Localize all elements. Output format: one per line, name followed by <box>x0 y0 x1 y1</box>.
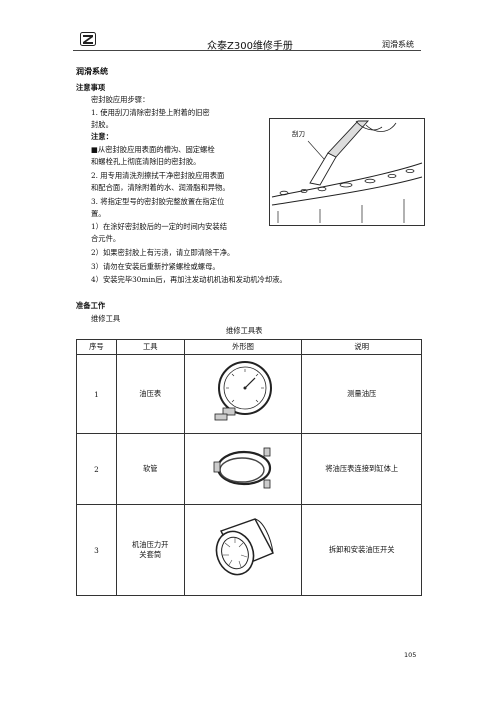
prep-heading: 准备工作 <box>76 301 106 310</box>
sub1-line1: 1）在涂好密封胶后的一定的时间内安装结 <box>91 222 227 231</box>
row-image <box>183 504 303 596</box>
pressure-gauge-icon <box>214 361 273 421</box>
step2-line1: 2. 用专用清洗剂擦拭干净密封胶应用表面 <box>91 171 225 180</box>
row-no: 2 <box>76 433 117 505</box>
hose-icon <box>213 447 272 489</box>
sub2-line: 2）如果密封胶上有污渍，请立即清除干净。 <box>91 248 235 257</box>
step2-line2: 和配合面，清除附着的水、润滑脂和异物。 <box>91 183 230 192</box>
row-desc: 拆卸和安装油压开关 <box>301 504 422 596</box>
row-image <box>183 354 303 434</box>
row-tool-line2: 关套筒 <box>139 550 162 559</box>
tools-table: 序号 工具 外形图 说明 1 油压表 测量油压 <box>76 339 422 596</box>
tools-label: 维修工具 <box>91 314 121 323</box>
header-tool: 工具 <box>115 339 185 355</box>
row-desc: 测量油压 <box>301 354 422 434</box>
header-image: 外形图 <box>183 339 303 355</box>
sub4-line: 4）安装完毕30min后，再加注发动机机油和发动机冷却液。 <box>91 275 287 284</box>
notes-heading: 注意事项 <box>76 83 106 92</box>
table-row: 1 油压表 测量油压 <box>76 354 422 434</box>
row-tool-line1: 机油压力开 <box>131 540 169 549</box>
bullet-line2: 和螺栓孔上彻底清除旧的密封胶。 <box>91 157 201 166</box>
table-row: 3 机油压力开 关套筒 拆卸和安装油压开关 <box>76 504 422 596</box>
sub3-line: 3）请勿在安装后重新拧紧螺栓或螺母。 <box>91 262 220 271</box>
step1-line1: 1. 使用刮刀清除密封垫上附着的旧密 <box>91 108 210 117</box>
socket-icon <box>215 518 275 576</box>
scraper-illustration <box>271 120 423 223</box>
bullet-line1: ■从密封胶应用表面的槽沟、固定螺栓 <box>91 145 215 154</box>
row-tool: 油压表 <box>115 354 185 434</box>
intro-text: 密封胶应用步骤： <box>91 95 150 104</box>
header-desc: 说明 <box>301 339 422 355</box>
table-caption: 维修工具表 <box>226 326 263 335</box>
scraper-figure: 刮刀 <box>269 118 425 226</box>
note-label: 注意： <box>91 132 113 141</box>
header-no: 序号 <box>76 339 117 355</box>
row-image <box>183 433 303 505</box>
figure-label: 刮刀 <box>292 130 305 138</box>
table-row: 2 软管 将油压表连接到缸体上 <box>76 433 422 505</box>
row-tool: 机油压力开 关套筒 <box>115 504 185 596</box>
section-name: 润滑系统 <box>382 40 414 49</box>
sub1-line2: 合元件。 <box>91 234 121 243</box>
table-header-row: 序号 工具 外形图 说明 <box>76 339 422 355</box>
manual-title: 众泰Z300维修手册 <box>207 41 293 52</box>
row-no: 3 <box>76 504 117 596</box>
section-heading: 润滑系统 <box>76 67 108 76</box>
step3-line2: 置。 <box>91 209 106 218</box>
brand-logo <box>80 32 96 46</box>
step3-line1: 3. 将指定型号的密封胶完整放置在指定位 <box>91 197 225 206</box>
row-tool: 软管 <box>115 433 185 505</box>
row-desc: 将油压表连接到缸体上 <box>301 433 422 505</box>
page-number: 105 <box>404 651 417 659</box>
header-rule <box>73 50 421 51</box>
step1-line2: 封胶。 <box>91 120 113 129</box>
row-no: 1 <box>76 354 117 434</box>
